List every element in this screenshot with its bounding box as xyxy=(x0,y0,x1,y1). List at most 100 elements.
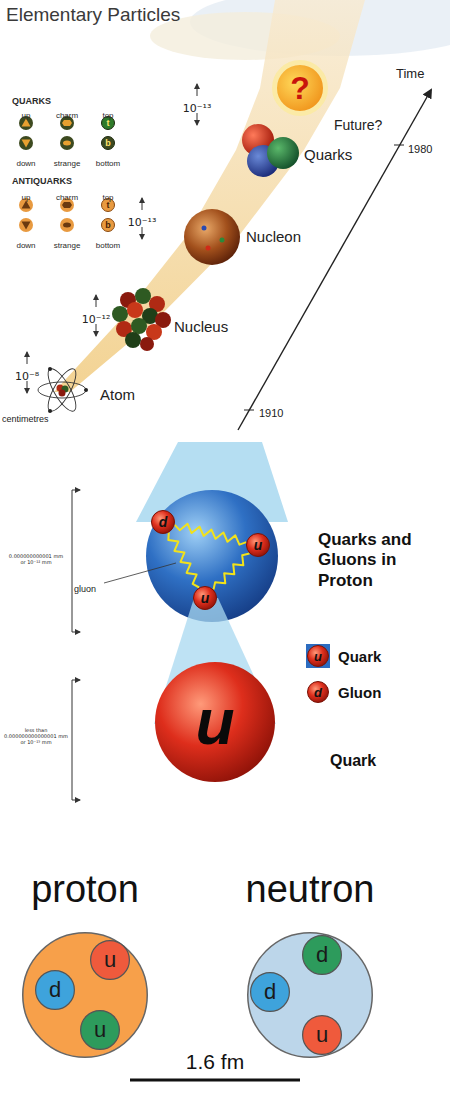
size-value: 10⁻¹³ xyxy=(128,216,157,229)
nucleon-ball xyxy=(184,209,240,265)
label-holder: charm xyxy=(56,186,78,204)
label-holder: Nucleus xyxy=(174,318,228,336)
nucleon-dot xyxy=(220,238,225,243)
node-text: u xyxy=(195,690,234,754)
stage-name: Quarks xyxy=(304,146,352,163)
nucleus-cluster xyxy=(112,288,171,351)
quark-icon: b xyxy=(101,136,115,150)
gluon-line xyxy=(168,533,199,588)
panel-heading: Quarks and Gluons in Proton xyxy=(318,530,438,591)
dimension-label: 0.000000000001 mm or 10⁻¹² mm xyxy=(6,554,66,566)
label-holder: 10⁻¹² xyxy=(82,309,111,327)
neutron-circle: neutronddu xyxy=(247,932,373,1058)
text-holder: b xyxy=(101,218,115,232)
stage-name: Atom xyxy=(100,386,135,403)
stage-name: Nucleus xyxy=(174,318,228,335)
node-text: d xyxy=(316,944,328,966)
text-holder: d xyxy=(35,970,75,1010)
node-text: u xyxy=(201,591,210,605)
node-heading: proton xyxy=(31,868,139,910)
label-holder: Quark xyxy=(338,648,381,666)
quark-name: strange xyxy=(54,159,81,168)
quark-name: bottom xyxy=(96,241,120,250)
node-text: u xyxy=(316,1024,328,1046)
axis-tick xyxy=(244,410,254,411)
text-holder: u xyxy=(302,1015,342,1055)
legend-square xyxy=(306,644,330,668)
quark-ball: d xyxy=(151,510,175,534)
quark-name: strange xyxy=(54,241,81,250)
label-holder: gluon xyxy=(74,578,96,596)
label-holder: less than 0.000000000000001 mm or 10⁻¹⁵ … xyxy=(3,728,69,748)
label-holder: 10⁻¹³ xyxy=(128,212,157,230)
axis-tick xyxy=(394,145,404,146)
part-label: gluon xyxy=(74,584,96,594)
legend-gluon-icon: d xyxy=(307,681,329,703)
text-holder: ? xyxy=(272,60,328,116)
quark-ball: u xyxy=(80,1010,120,1050)
text-holder: u xyxy=(155,662,275,782)
label-holder: Nucleon xyxy=(246,228,301,246)
node-text: u xyxy=(104,949,116,971)
legend-label: Gluon xyxy=(338,684,381,701)
size-arrow xyxy=(142,198,143,210)
quark-name: down xyxy=(16,159,35,168)
quark-legend-icons xyxy=(19,116,74,232)
quark-name: up xyxy=(22,193,31,202)
label-holder: down xyxy=(16,234,35,252)
label-holder: bottom xyxy=(96,152,120,170)
stage-name: Future? xyxy=(334,117,382,133)
dimension-label: less than 0.000000000000001 mm or 10⁻¹⁵ … xyxy=(3,728,69,745)
quark-ball: d xyxy=(250,972,290,1012)
quark-name: bottom xyxy=(96,159,120,168)
label-holder: Future? xyxy=(334,116,382,134)
label-holder: 0.000000000001 mm or 10⁻¹² mm xyxy=(6,550,66,568)
node-text: d xyxy=(264,981,276,1003)
stage-name: Nucleon xyxy=(246,228,301,245)
label-holder: bottom xyxy=(96,234,120,252)
size-value: 10⁻⁸ xyxy=(15,370,39,383)
quark-ball: d xyxy=(302,935,342,975)
node-text: b xyxy=(105,221,111,230)
text-holder: u xyxy=(193,586,217,610)
nucleon-dot xyxy=(202,226,207,231)
label-holder: 10⁻¹³ xyxy=(183,98,212,116)
proton-circle: protonudu xyxy=(22,932,148,1058)
text-holder: proton xyxy=(0,870,268,908)
scale-label: 1.6 fm xyxy=(186,1050,244,1073)
zoom-beam xyxy=(54,0,365,392)
node-text: u xyxy=(314,650,322,663)
future-circle: ? xyxy=(272,60,328,116)
label-holder: top xyxy=(102,186,113,204)
label-holder: 1980 xyxy=(408,139,432,157)
label-holder: 10⁻⁸ xyxy=(15,366,39,384)
label-holder: Time xyxy=(396,64,424,82)
proton-ball xyxy=(146,490,278,622)
label-holder: up xyxy=(22,186,31,204)
node-heading: neutron xyxy=(246,868,375,910)
label-holder: centimetres xyxy=(2,408,49,426)
node-text: u xyxy=(254,538,263,552)
unit-label: centimetres xyxy=(2,414,49,424)
label-holder: top xyxy=(102,104,113,122)
quark-ball: u xyxy=(90,940,130,980)
text-holder: d xyxy=(151,510,175,534)
label-holder: charm xyxy=(56,104,78,122)
quark-name: charm xyxy=(56,111,78,120)
axis-year: 1910 xyxy=(259,407,283,419)
node-text: b xyxy=(105,139,111,148)
label-holder: Gluon xyxy=(338,684,381,702)
diagram-title: Elementary Particles xyxy=(6,4,180,25)
label-holder: 1910 xyxy=(259,403,283,421)
node-text: d xyxy=(314,686,322,699)
text-holder: u xyxy=(90,940,130,980)
size-bracket xyxy=(72,490,80,800)
quark-ball: u xyxy=(193,586,217,610)
part-label: Quark xyxy=(330,752,376,769)
quark-name: top xyxy=(102,111,113,120)
quark-ball: d xyxy=(35,970,75,1010)
quark-ball: u xyxy=(246,533,270,557)
text-holder: u xyxy=(307,645,329,667)
